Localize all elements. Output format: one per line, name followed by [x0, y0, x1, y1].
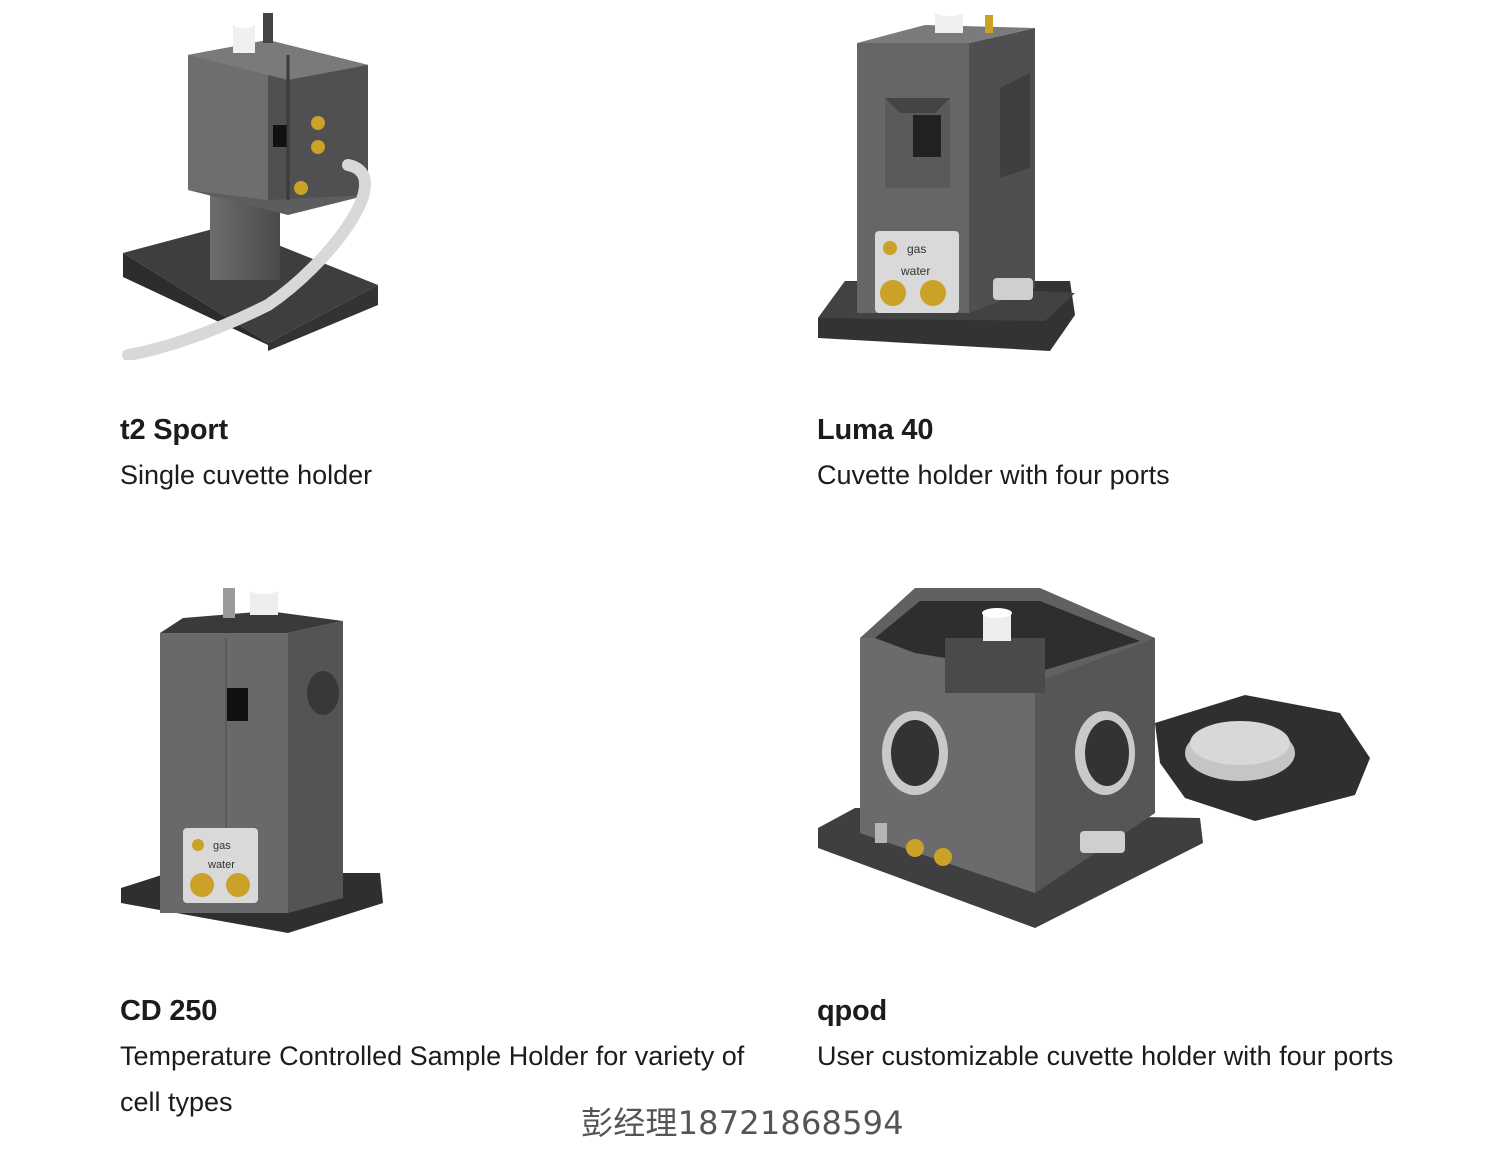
- product-title[interactable]: t2 Sport: [120, 414, 228, 446]
- gas-label: gas: [213, 840, 231, 852]
- product-card-luma-40[interactable]: gas water: [815, 3, 1080, 355]
- water-label: water: [900, 264, 930, 278]
- product-title[interactable]: CD 250: [120, 995, 218, 1027]
- luma-40-image: gas water: [818, 6, 1075, 351]
- product-card-t2-sport[interactable]: [118, 5, 398, 360]
- product-description: Temperature Controlled Sample Holder for…: [120, 1041, 745, 1117]
- contact-text: 彭经理18721868594: [581, 1104, 904, 1142]
- qpod-image: [818, 588, 1370, 928]
- product-card-qpod[interactable]: [815, 583, 1375, 935]
- product-description: Cuvette holder with four ports: [817, 460, 1170, 490]
- cd-250-image: gas water: [121, 584, 383, 933]
- t2-sport-image: [122, 13, 378, 360]
- product-title[interactable]: qpod: [817, 995, 888, 1027]
- product-title[interactable]: Luma 40: [817, 414, 934, 446]
- product-card-cd-250[interactable]: gas water: [118, 583, 388, 935]
- product-description: User customizable cuvette holder with fo…: [817, 1041, 1394, 1071]
- water-label: water: [207, 859, 235, 871]
- gas-label: gas: [907, 242, 926, 256]
- product-description: Single cuvette holder: [120, 460, 373, 490]
